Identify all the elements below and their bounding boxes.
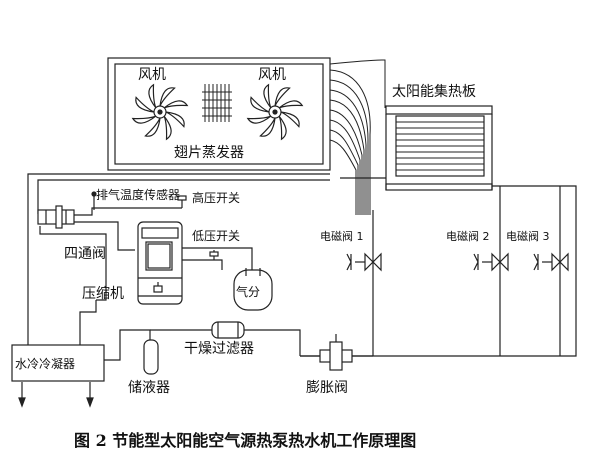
compressor-label: 压缩机 (82, 286, 124, 302)
valve-body (551, 252, 569, 272)
fan-blade (259, 117, 276, 137)
fan-blade (263, 83, 272, 109)
fan-blade (250, 96, 270, 113)
high-pressure-switch-label: 高压开关 (192, 190, 240, 205)
receiver-label: 储液器 (128, 380, 170, 396)
solenoid2-label: 电磁阀 2 (446, 229, 490, 243)
piping (21, 173, 577, 398)
fan-icon (246, 83, 304, 141)
evaporator-label: 翅片蒸发器 (174, 145, 244, 161)
valve-coil (346, 253, 352, 271)
dryer-filter-label: 干燥过滤器 (184, 341, 254, 357)
fan-blade (144, 117, 161, 137)
fan-blade (163, 100, 189, 109)
liquid-receiver (143, 339, 159, 375)
water-cooled-condenser (11, 344, 105, 382)
expansion-valve (319, 334, 353, 371)
fan-blade (246, 115, 272, 124)
compressor (137, 221, 183, 305)
fin-grid (202, 84, 232, 122)
fan-blade (131, 115, 157, 124)
exhaust-sensor (91, 191, 187, 210)
fan1-label: 风机 (138, 67, 166, 83)
solar-collector-label: 太阳能集热板 (392, 83, 476, 100)
four-way-valve (37, 205, 75, 229)
fan-blade (274, 87, 291, 107)
fan-blade (280, 111, 300, 128)
fan-blade (135, 96, 155, 113)
solenoid3-label: 电磁阀 3 (506, 229, 550, 243)
condenser-label: 水冷冷凝器 (15, 356, 75, 371)
expansion-valve-label: 膨胀阀 (306, 379, 348, 396)
valve-body (491, 252, 509, 272)
exhaust-sensor-label: 排气温度传感器 (96, 187, 180, 202)
evaporator-tubes (329, 59, 386, 215)
fan-blade (163, 115, 172, 141)
fan-hub-center (272, 109, 278, 115)
solenoid1-label: 电磁阀 1 (320, 229, 364, 243)
fan-icon (131, 83, 189, 141)
valve-icon (533, 252, 569, 272)
fan-hub-center (157, 109, 163, 115)
valve-body (364, 252, 382, 272)
valve-coil (473, 253, 479, 271)
gas-separator (233, 268, 273, 311)
valve-coil (533, 253, 539, 271)
valve-icon (346, 252, 382, 272)
solar-collector (385, 105, 493, 191)
fan-blade (278, 115, 287, 141)
separator-label: 气分 (236, 284, 260, 299)
fan-blade (278, 100, 304, 109)
fan2-label: 风机 (258, 67, 286, 83)
valve-icon (473, 252, 509, 272)
four-way-valve-label: 四通阀 (64, 246, 106, 262)
fin-evaporator (107, 57, 331, 171)
fan-blade (159, 87, 176, 107)
dryer-filter (211, 321, 245, 339)
fan-blade (165, 111, 185, 128)
arrow-down-icon (86, 397, 94, 408)
low-pressure-switch-label: 低压开关 (192, 229, 240, 243)
fan-blade (148, 83, 157, 109)
arrow-down-icon (18, 397, 26, 408)
figure-caption: 图 2 节能型太阳能空气源热泵热水机工作原理图 (74, 431, 416, 450)
